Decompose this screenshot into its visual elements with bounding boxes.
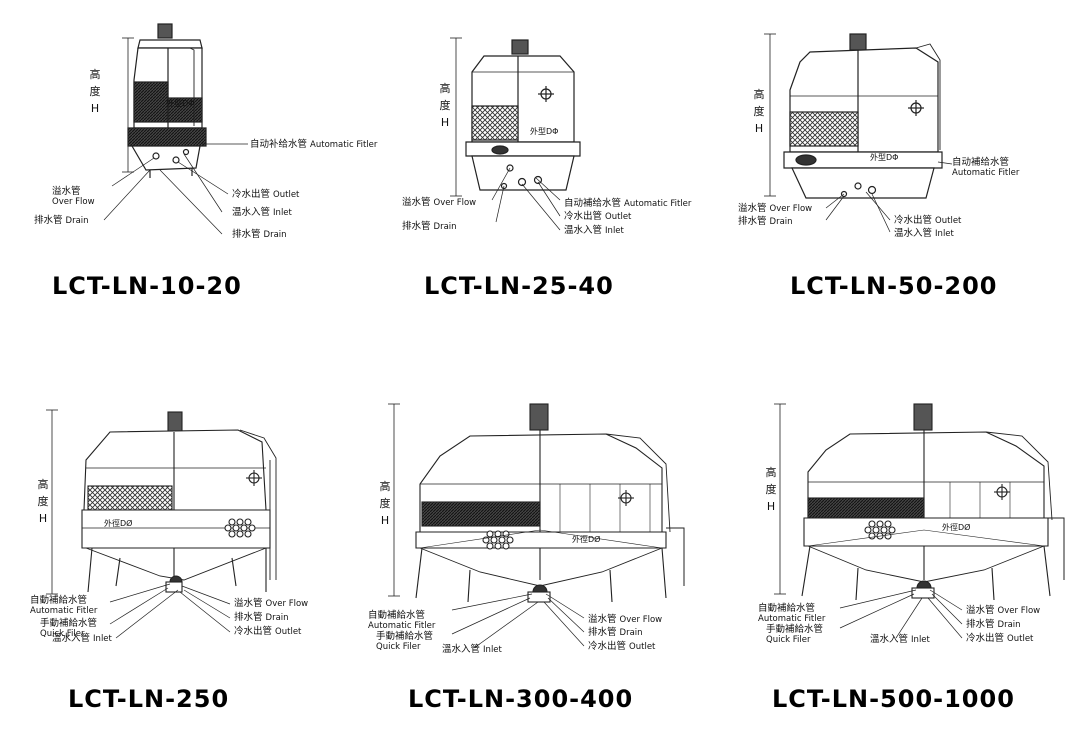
inlet-label: 温水入管 Inlet: [232, 207, 292, 218]
model-name: LCT-LN-250: [68, 685, 230, 713]
inlet-label: 溫水入管 Inlet: [442, 644, 502, 655]
tower-drawing-300-400: [388, 403, 685, 649]
model-name: LCT-LN-300-400: [408, 685, 634, 713]
model-name: LCT-LN-500-1000: [772, 685, 1015, 713]
overflow-label: 溢水管 Over Flow: [402, 197, 477, 208]
diameter-label: 外徑DØ: [942, 523, 971, 532]
drain-label: 排水管 Drain: [234, 612, 289, 623]
model-name: LCT-LN-50-200: [790, 272, 998, 300]
drain-label: 排水管 Drain: [738, 216, 793, 227]
tower-drawing-small: [103, 23, 248, 235]
outlet-label: 冷水出管 Outlet: [232, 189, 300, 200]
tower-drawing-large: [764, 33, 953, 233]
outlet-label: 冷水出管 Outlet: [588, 641, 656, 652]
drain-label: 排水管 Drain: [966, 619, 1021, 630]
auto-filler-label: 自动補给水管 Automatic Fitler: [564, 198, 692, 209]
diameter-label: 外型DΦ: [166, 99, 195, 108]
model-name: LCT-LN-10-20: [52, 272, 242, 300]
overflow-label: 溢水管 Over Flow: [966, 605, 1041, 616]
diameter-label: 外徑DØ: [572, 535, 601, 544]
outlet-label: 冷水出管 Outlet: [966, 633, 1034, 644]
diameter-label: 外型DΦ: [870, 153, 899, 162]
diameter-label: 外型DΦ: [530, 127, 559, 136]
overflow-label: 溢水管 Over Flow: [738, 203, 813, 214]
model-name: LCT-LN-25-40: [424, 272, 614, 300]
outlet-label: 冷水出管 Outlet: [234, 626, 302, 637]
tower-drawing-500-1000: [774, 403, 1065, 639]
diameter-label: 外徑DØ: [104, 519, 133, 528]
tower-drawing-medium: [450, 37, 581, 231]
inlet-label: 温水入管 Inlet: [894, 228, 954, 239]
drain-left-label: 排水管 Drain: [34, 215, 89, 226]
drain-right-label: 排水管 Drain: [232, 229, 287, 240]
inlet-label: 溫水入管 Inlet: [52, 633, 112, 644]
overflow-label: 溢水管 Over Flow: [588, 614, 663, 625]
tower-drawing-250: [46, 409, 277, 639]
overflow-label: 溢水管 Over Flow: [234, 598, 309, 609]
drain-label: 排水管 Drain: [588, 627, 643, 638]
inlet-label: 溫水入管 Inlet: [870, 634, 930, 645]
drain-label: 排水管 Drain: [402, 221, 457, 232]
auto-filler-label: 自动补给水管 Automatic Fitler: [250, 139, 378, 150]
outlet-label: 冷水出管 Outlet: [894, 215, 962, 226]
inlet-label: 温水入管 Inlet: [564, 225, 624, 236]
outlet-label: 冷水出管 Outlet: [564, 211, 632, 222]
